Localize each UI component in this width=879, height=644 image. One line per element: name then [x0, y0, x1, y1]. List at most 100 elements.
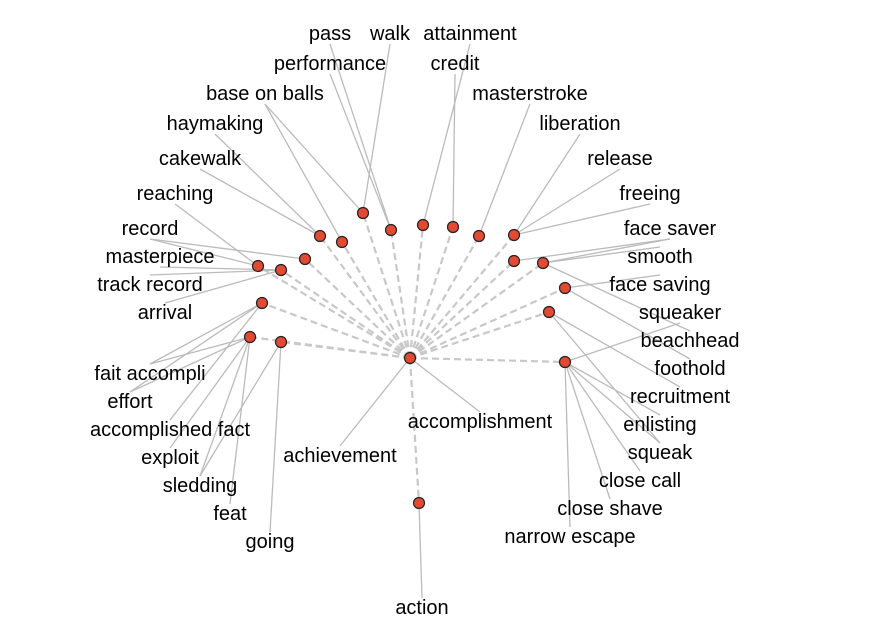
graph-node[interactable] [542, 305, 556, 319]
graph-node[interactable] [507, 254, 521, 268]
graph-node[interactable] [313, 229, 327, 243]
edge-to-label [149, 336, 251, 365]
graph-node[interactable] [472, 229, 486, 243]
dashed-edge [408, 226, 455, 359]
dashed-edge [409, 260, 515, 359]
edge-to-label [422, 43, 471, 226]
edge-to-label [564, 361, 661, 444]
graph-node[interactable] [446, 220, 460, 234]
node-label: haymaking [167, 113, 264, 135]
edge-to-label [164, 269, 282, 304]
graph-node[interactable] [335, 235, 349, 249]
edge-to-label [329, 43, 392, 231]
edge-to-label [214, 133, 321, 237]
edge-to-label [418, 502, 423, 599]
edge-to-label [269, 341, 282, 533]
node-label: smooth [627, 246, 693, 268]
node-label: squeaker [639, 302, 722, 324]
edge-to-label [542, 262, 691, 332]
node-label: fait accompli [94, 363, 205, 385]
edge-to-label [542, 238, 671, 264]
dashed-edge [304, 258, 411, 359]
graph-node[interactable] [356, 206, 370, 220]
edge-to-label [548, 311, 661, 444]
node-label: freeing [619, 183, 680, 205]
node-label: masterpiece [106, 246, 215, 268]
edge-to-label [409, 357, 481, 413]
node-label: feat [213, 503, 247, 525]
graph-node[interactable] [274, 335, 288, 349]
dashed-edge [257, 265, 411, 359]
dashed-edge [409, 262, 544, 359]
node-label: accomplished fact [90, 419, 251, 441]
node-label: walk [369, 23, 411, 45]
graph-node[interactable] [558, 281, 572, 295]
edge-to-label [149, 302, 263, 365]
edge-to-label [149, 238, 259, 267]
graph-node[interactable] [274, 263, 288, 277]
edge-to-label [548, 311, 681, 388]
node-label: face saving [609, 274, 710, 296]
dashed-edge [361, 212, 412, 359]
node-label: close call [599, 470, 681, 492]
dashed-edge [409, 235, 480, 359]
graph-node[interactable] [384, 223, 398, 237]
edge-to-label [199, 336, 251, 477]
edge-to-label [149, 238, 306, 260]
node-label: foothold [654, 358, 725, 380]
edge-to-label [564, 361, 661, 416]
edge-to-label [169, 336, 251, 449]
graph-node[interactable] [416, 218, 430, 232]
edge-to-label [199, 341, 282, 477]
edge-to-label [564, 361, 641, 472]
graph-node[interactable] [243, 330, 257, 344]
node-label: recruitment [630, 386, 730, 408]
node-label: enlisting [623, 414, 696, 436]
dashed-edge [409, 310, 550, 360]
graph-node[interactable] [558, 355, 572, 369]
node-label: base on balls [206, 83, 324, 105]
node-label: effort [107, 391, 153, 413]
node-label: sledding [163, 475, 238, 497]
dashed-edge [319, 235, 411, 359]
graph-node[interactable] [412, 496, 426, 510]
edge-to-label [564, 274, 661, 289]
edge-to-label [564, 287, 691, 360]
node-label: record [122, 218, 179, 240]
node-label: action [395, 597, 448, 619]
dashed-edge [341, 241, 411, 359]
edge-to-label [513, 203, 651, 236]
edge-to-label [452, 73, 456, 228]
edge-to-label [564, 322, 681, 363]
node-label: credit [431, 53, 480, 75]
edge-to-label [564, 361, 571, 528]
node-label: attainment [423, 23, 517, 45]
node-label: accomplishment [408, 411, 553, 433]
edge-to-label [174, 203, 259, 267]
node-label: exploit [141, 447, 199, 469]
edge-to-label [199, 168, 321, 237]
graph-node[interactable] [507, 228, 521, 242]
edge-to-label [264, 103, 343, 243]
node-label: going [246, 531, 295, 553]
edge-to-label [513, 238, 671, 262]
node-label: release [587, 148, 653, 170]
node-label: performance [274, 53, 386, 75]
edge-to-label [542, 246, 661, 264]
edge-to-label [564, 361, 611, 500]
edge-to-label [229, 336, 251, 505]
edge-to-label [329, 73, 392, 231]
graph-node[interactable] [251, 259, 265, 273]
node-label: beachhead [641, 330, 740, 352]
graph-node[interactable] [255, 296, 269, 310]
node-label: pass [309, 23, 351, 45]
graph-node[interactable] [298, 252, 312, 266]
center-node[interactable] [403, 351, 417, 365]
edge-to-label [513, 133, 581, 236]
dashed-edge [408, 224, 425, 359]
node-label: liberation [539, 113, 620, 135]
graph-node[interactable] [536, 256, 550, 270]
node-label: achievement [283, 445, 397, 467]
edge-to-label [129, 336, 251, 393]
